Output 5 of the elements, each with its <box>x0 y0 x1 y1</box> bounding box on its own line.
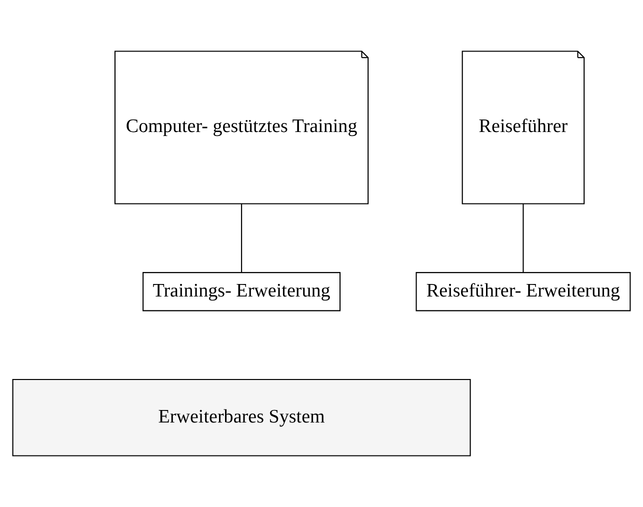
node-box: Reiseführer- Erweiterung <box>416 272 631 312</box>
connector <box>241 204 242 272</box>
connector <box>522 204 524 272</box>
node-box: Erweiterbares System <box>12 379 471 456</box>
node-box: Trainings- Erweiterung <box>142 272 341 312</box>
